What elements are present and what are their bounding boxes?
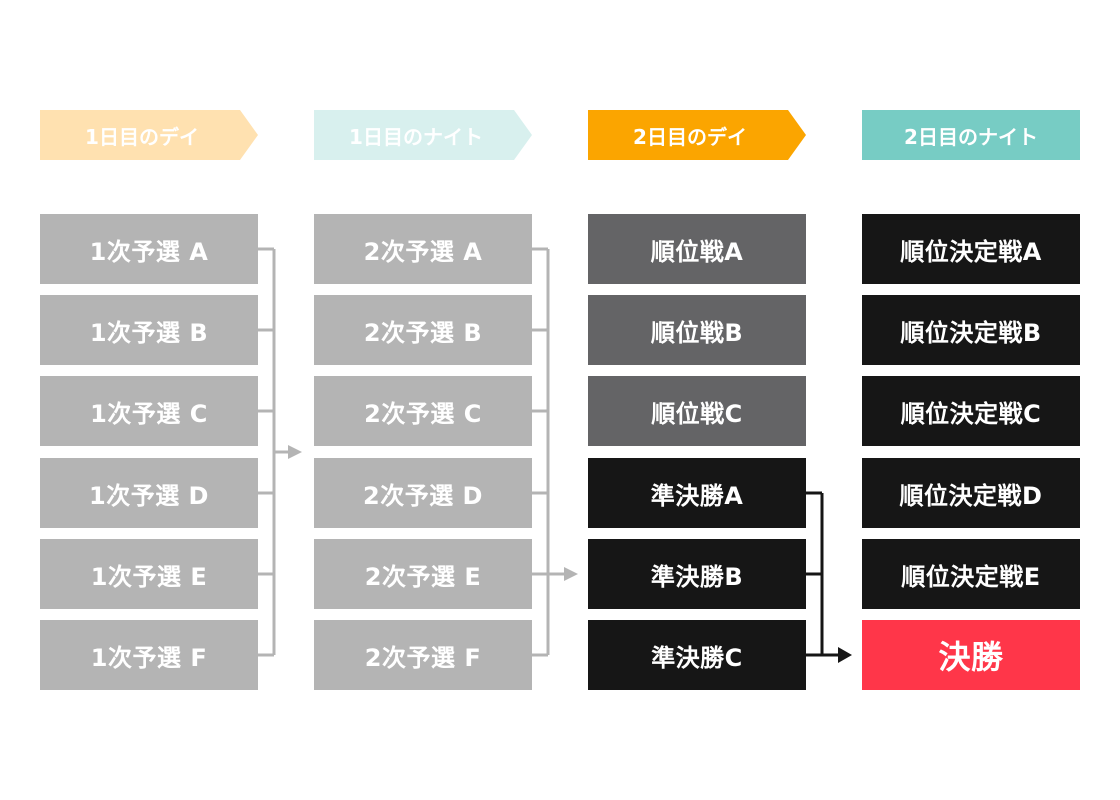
match-box: 準決勝B xyxy=(588,539,806,609)
match-box: 1次予選 E xyxy=(40,539,258,609)
match-box: 2次予選 E xyxy=(314,539,532,609)
match-box: 順位決定戦C xyxy=(862,376,1080,446)
match-label: 準決勝B xyxy=(650,562,744,591)
match-box: 2次予選 D xyxy=(314,458,532,528)
match-label: 1次予選 B xyxy=(89,318,209,347)
match-label: 順位戦B xyxy=(650,318,744,347)
bracket-lines xyxy=(532,247,566,657)
header-day2-night: 2日目のナイト xyxy=(862,110,1080,160)
bracket-qualifier2-to-semifinal xyxy=(532,247,578,657)
arrow-head-icon xyxy=(838,647,852,663)
match-label: 順位決定戦B xyxy=(900,318,1042,347)
match-box: 順位決定戦B xyxy=(862,295,1080,365)
match-label: 順位決定戦D xyxy=(899,481,1043,510)
match-box: 順位決定戦E xyxy=(862,539,1080,609)
header-day2-day: 2日目のデイ xyxy=(588,110,806,160)
bracket-qualifier1-to-qualifier2 xyxy=(258,247,302,657)
match-label: 2次予選 C xyxy=(364,399,482,428)
match-box: 2次予選 C xyxy=(314,376,532,446)
final-label: 決勝 xyxy=(938,638,1004,676)
match-label: 2次予選 F xyxy=(364,643,482,672)
match-label: 1次予選 E xyxy=(90,562,208,591)
header-label: 1日目のナイト xyxy=(349,124,483,149)
match-box: 1次予選 B xyxy=(40,295,258,365)
arrow-head-icon xyxy=(564,567,578,581)
match-label: 準決勝C xyxy=(651,643,743,672)
header-label: 1日目のデイ xyxy=(85,124,199,149)
match-box: 1次予選 D xyxy=(40,458,258,528)
match-box: 2次予選 F xyxy=(314,620,532,690)
match-box: 順位戦B xyxy=(588,295,806,365)
match-box: 準決勝C xyxy=(588,620,806,690)
match-box: 準決勝A xyxy=(588,458,806,528)
match-box: 順位決定戦D xyxy=(862,458,1080,528)
header-label: 2日目のデイ xyxy=(633,124,747,149)
match-box: 順位戦C xyxy=(588,376,806,446)
match-box: 1次予選 C xyxy=(40,376,258,446)
match-label: 1次予選 F xyxy=(90,643,208,672)
match-label: 準決勝A xyxy=(650,481,744,510)
final-box: 決勝 xyxy=(862,620,1080,690)
match-label: 2次予選 A xyxy=(363,237,483,266)
bracket-lines xyxy=(806,491,840,657)
match-label: 順位戦C xyxy=(651,399,743,428)
bracket-semifinal-to-final xyxy=(806,491,852,663)
match-box: 2次予選 A xyxy=(314,214,532,284)
arrow-head-icon xyxy=(288,445,302,459)
header-day1-night: 1日目のナイト xyxy=(314,110,532,160)
bracket-lines xyxy=(258,247,290,657)
match-box: 1次予選 A xyxy=(40,214,258,284)
match-box: 2次予選 B xyxy=(314,295,532,365)
match-box: 順位決定戦A xyxy=(862,214,1080,284)
match-label: 2次予選 E xyxy=(364,562,482,591)
match-label: 2次予選 B xyxy=(363,318,483,347)
match-box: 順位戦A xyxy=(588,214,806,284)
match-label: 順位決定戦C xyxy=(900,399,1042,428)
match-label: 順位決定戦A xyxy=(900,237,1042,266)
header-label: 2日目のナイト xyxy=(904,124,1038,149)
match-label: 順位決定戦E xyxy=(901,562,1041,591)
match-label: 1次予選 A xyxy=(89,237,209,266)
match-label: 1次予選 D xyxy=(89,481,209,510)
match-label: 1次予選 C xyxy=(90,399,208,428)
header-day1-day: 1日目のデイ xyxy=(40,110,258,160)
match-label: 順位戦A xyxy=(650,237,744,266)
match-box: 1次予選 F xyxy=(40,620,258,690)
match-label: 2次予選 D xyxy=(363,481,483,510)
